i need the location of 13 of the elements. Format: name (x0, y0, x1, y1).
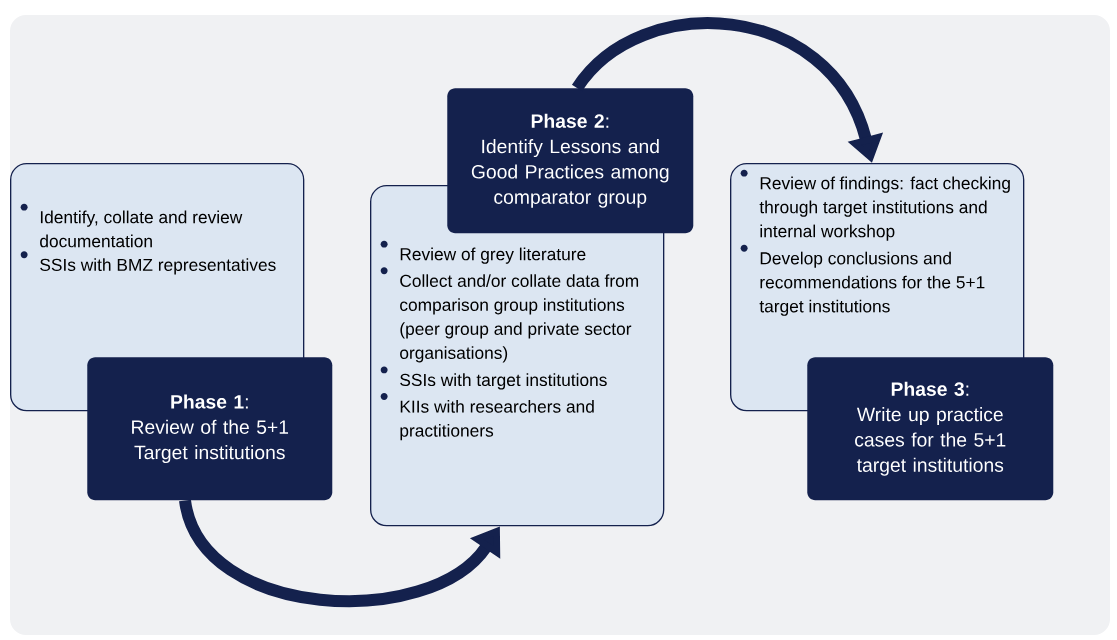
bullet-item: Review of findings: fact checking through target institutions and internal workshop (740, 169, 1010, 241)
bullet-item: KIIs with researchers and practitioners (380, 393, 594, 441)
bullet-item: Develop conclusions and recommendations for the 5+1 target institutions (740, 244, 985, 316)
phase-box: Phase 2: Identify Lessons and Good Practices among comparator group (447, 88, 694, 234)
bullet-item: Collect and/or collate data from comparison group institutions (peer group and private sector organisations) (380, 267, 639, 363)
phase-box: Phase 1: Review of the 5+1 Target institutions (87, 357, 333, 501)
bullet-item: Review of grey literature (380, 240, 586, 264)
phase-box: Phase 3: Write up practice cases for the 5+1 target institutions (807, 357, 1054, 501)
text-box (370, 185, 665, 527)
bullet-item: SSIs with BMZ representatives (20, 251, 276, 275)
curved-arrow (179, 498, 501, 608)
bullet-item: Identify, collate and review documentation (20, 203, 243, 248)
bullet-item: SSIs with target institutions (380, 366, 607, 390)
